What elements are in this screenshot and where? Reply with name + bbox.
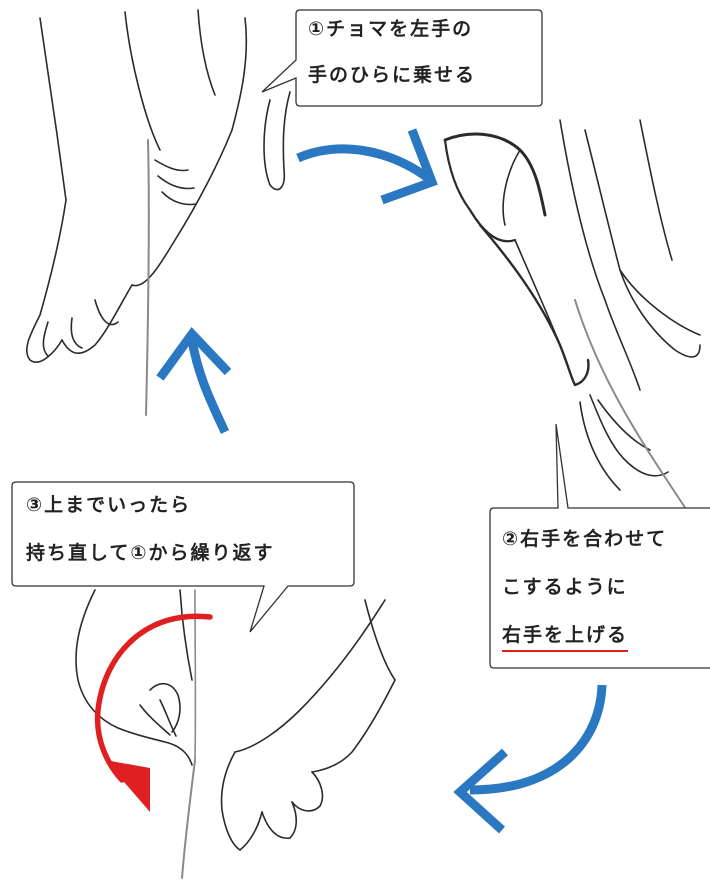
step1-illustration bbox=[25, 9, 291, 416]
callout-1-box bbox=[261, 9, 543, 107]
curved-arrow-icon bbox=[156, 326, 232, 434]
step1-callout: ①チョマを左手の 手のひらに乗せる bbox=[308, 20, 538, 100]
step1-number: ① bbox=[308, 18, 327, 40]
callout-3-box bbox=[11, 481, 355, 633]
step3-line2: 持ち直して①から繰り返す bbox=[26, 542, 275, 564]
step2-illustration bbox=[443, 119, 701, 516]
step2-line3: 右手を上げる bbox=[502, 624, 629, 652]
cycle-arrows bbox=[156, 128, 607, 834]
step1-line2: 手のひらに乗せる bbox=[308, 64, 477, 86]
step3-illustration bbox=[75, 589, 396, 879]
step3-number: ③ bbox=[26, 494, 45, 516]
step2-line1: ②右手を合わせて bbox=[502, 528, 668, 550]
step2-underlined-text: 右手を上げる bbox=[502, 624, 629, 652]
curved-arrow-icon bbox=[296, 128, 438, 205]
step2-line2: こするように bbox=[502, 576, 628, 598]
step2-callout: ②右手を合わせて こするように 右手を上げる bbox=[502, 530, 710, 660]
step3-line1: ③上までいったら bbox=[26, 494, 192, 516]
step1-line1: ①チョマを左手の bbox=[308, 18, 474, 40]
step3-callout: ③上までいったら 持ち直して①から繰り返す bbox=[26, 496, 350, 576]
curved-arrow-down-icon bbox=[94, 613, 213, 812]
curved-arrow-icon bbox=[453, 684, 607, 834]
step2-number: ② bbox=[502, 528, 521, 550]
callout-2-box bbox=[489, 423, 710, 669]
